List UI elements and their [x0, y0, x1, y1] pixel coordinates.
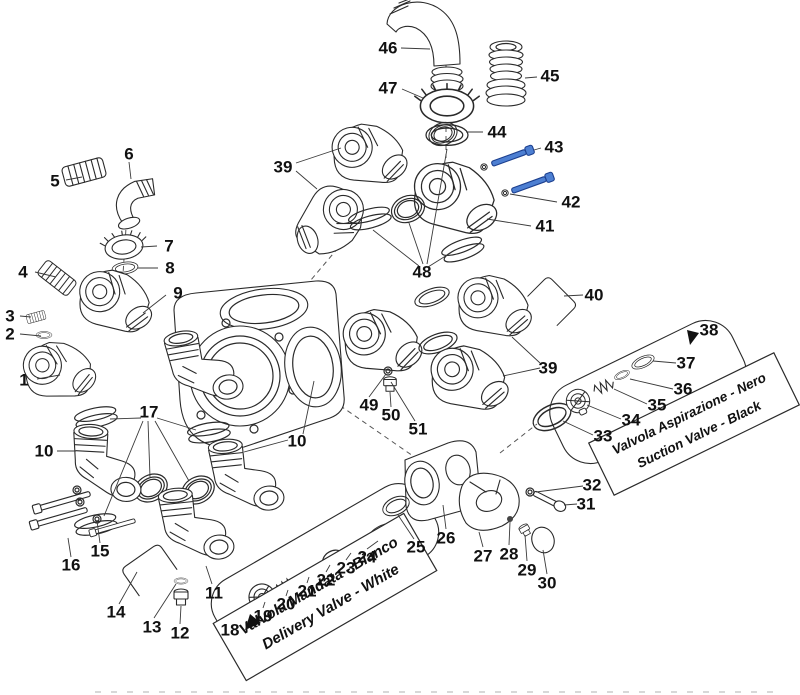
part-11-manifold-elbow [157, 482, 236, 566]
delivery-kit-marker-triangle [245, 614, 261, 630]
callout-31: 31 [577, 495, 596, 514]
callout-49: 49 [360, 396, 379, 415]
callout-29: 29 [518, 561, 537, 580]
callout-34: 34 [622, 411, 641, 430]
callout-40: 40 [585, 286, 604, 305]
callout-16: 16 [62, 556, 81, 575]
part-43-blue-bolt [489, 144, 536, 169]
callout-6: 6 [124, 145, 133, 164]
callout-44: 44 [488, 123, 507, 142]
callout-14: 14 [107, 603, 126, 622]
part-43-washer [480, 163, 488, 171]
leader-lines [19, 47, 677, 625]
callout-11: 11 [205, 584, 223, 603]
callout-5: 5 [50, 172, 59, 191]
callout-39-left: 39 [274, 158, 293, 177]
part-47-ring-nut [414, 82, 480, 124]
part-14-retaining-clip [120, 542, 178, 597]
part-37-seal-ring [629, 351, 657, 373]
part-30-cap [531, 526, 555, 554]
callout-2: 2 [5, 325, 14, 344]
part-41-valve-body [410, 157, 504, 242]
delivery-valve-banner: Valvola Mandata - Bianco Delivery Valve … [212, 512, 438, 682]
part-39-valve-assembly [426, 338, 516, 421]
callout-30: 30 [538, 574, 557, 593]
callout-25: 25 [407, 538, 426, 557]
part-1-valve-casing [16, 329, 106, 414]
suction-valve-banner: Valvola Aspirazione - Nero Suction Valve… [587, 351, 800, 497]
part-7-ring-nut [98, 227, 149, 263]
suction-valve-banner-box [587, 351, 800, 497]
callout-17: 17 [140, 403, 159, 422]
part-39-valve-assembly [453, 268, 539, 347]
part-40-retaining-clip [527, 275, 578, 326]
part-o-ring [411, 282, 453, 312]
part-28-screw [507, 516, 513, 522]
callout-28: 28 [500, 545, 519, 564]
part-45-hose-barb [485, 40, 527, 107]
callout-36: 36 [674, 380, 693, 399]
callout-22: 22 [317, 571, 336, 590]
callout-51: 51 [409, 420, 428, 439]
part-27-valve-cover [458, 472, 520, 531]
callout-1: 1 [19, 371, 28, 390]
part-6-elbow-fitting [115, 178, 156, 230]
callout-3: 3 [5, 307, 14, 326]
callout-38: 38 [700, 321, 719, 340]
callout-21: 21 [298, 582, 317, 601]
part-50-plug [383, 376, 397, 392]
part-pump-crankcase [173, 280, 345, 449]
callout-13: 13 [143, 618, 162, 637]
part-15-washer [72, 485, 82, 495]
callout-33: 33 [594, 427, 613, 446]
callout-39-right: 39 [539, 359, 558, 378]
callout-48: 48 [413, 263, 432, 282]
callout-8: 8 [165, 259, 174, 278]
callout-47: 47 [379, 79, 398, 98]
callout-9: 9 [173, 284, 182, 303]
delivery-valve-banner-box [212, 512, 438, 682]
callout-4: 4 [18, 263, 28, 282]
callout-41: 41 [536, 217, 555, 236]
callout-18: 18 [221, 621, 240, 640]
callout-32: 32 [583, 476, 602, 495]
part-5-threaded-nipple [60, 156, 108, 188]
callout-50: 50 [382, 406, 401, 425]
callout-12: 12 [171, 624, 190, 643]
part-39-valve-assembly [326, 113, 416, 198]
callout-7: 7 [164, 237, 173, 256]
part-32-washer [525, 487, 535, 497]
callout-10-left: 10 [35, 442, 54, 461]
part-35-spring [591, 377, 616, 397]
callout-37: 37 [677, 354, 696, 373]
callout-19: 19 [254, 607, 273, 626]
callout-26: 26 [437, 529, 456, 548]
suction-kit-marker-triangle [687, 330, 699, 345]
callout-10-right: 10 [288, 432, 307, 451]
callout-42: 42 [562, 193, 581, 212]
callout-24: 24 [358, 548, 377, 567]
callout-43: 43 [545, 138, 564, 157]
callout-labels: 1 2 3 4 5 6 7 8 9 10 10 11 12 13 14 15 1… [5, 39, 718, 643]
callout-20: 20 [277, 595, 296, 614]
part-48-seal-ring-pair [439, 232, 487, 267]
part-12-plug [173, 588, 189, 606]
part-34-valve-poppet [561, 384, 596, 420]
callout-23: 23 [337, 559, 356, 578]
callout-46: 46 [379, 39, 398, 58]
part-2-o-ring [35, 331, 53, 339]
part-13-o-ring [173, 577, 189, 585]
part-4-safety-valve [36, 258, 78, 298]
part-9-valve-housing [76, 265, 158, 340]
part-42-blue-bolt [509, 171, 556, 196]
part-31-bolt [533, 490, 567, 512]
callout-35: 35 [648, 396, 667, 415]
part-42-washer [501, 189, 509, 197]
callout-45: 45 [541, 67, 560, 86]
part-36-seat-ring [612, 368, 632, 382]
callout-27: 27 [474, 547, 493, 566]
callout-15: 15 [91, 542, 110, 561]
